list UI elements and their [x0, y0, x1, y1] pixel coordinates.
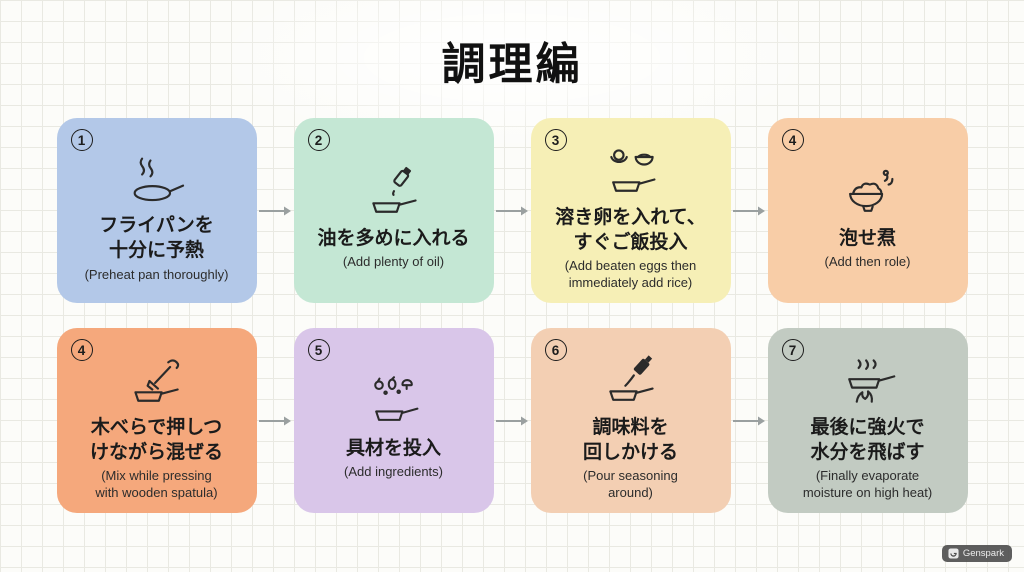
- step-title-jp: 調味料を 回しかける: [582, 417, 678, 463]
- step-title-jp: フライパンを 十分に予熱: [99, 215, 214, 261]
- pan-high-heat-steam-icon: [838, 352, 898, 410]
- step-number-badge: 5: [307, 339, 330, 361]
- step-card-add-oil: 2 油を多めに入れる (Add plenty of oil): [293, 118, 494, 303]
- rice-bowl-steam-icon: [838, 163, 898, 221]
- step-title-jp: 溶き卵を入れて、 すぐご飯投入: [555, 207, 706, 253]
- genspark-watermark: Genspark: [941, 545, 1012, 562]
- step-number-badge: 6: [544, 339, 567, 361]
- step-title-jp: 油を多めに入れる: [317, 227, 470, 249]
- spatula-pressing-pan-icon: [127, 352, 187, 410]
- step-number-badge: 7: [781, 339, 804, 361]
- steps-row-1: 1 フライパンを 十分に予熱 (Preheat pan thoroughly) …: [0, 118, 1024, 303]
- steps-row-2: 4 木べらで押しつ けながら混ぜる (Mix while pressing wi…: [0, 328, 1024, 513]
- step-number-badge: 1: [70, 129, 93, 151]
- vegetables-into-pan-icon: [364, 373, 424, 431]
- step-card-add-ingredients: 5 具材を投入 (Add ingredients): [293, 328, 494, 513]
- step-number-badge: 4: [781, 129, 804, 151]
- step-title-jp: 木べらで押しつ けながら混ぜる: [89, 417, 223, 463]
- arrow-right-icon: [731, 205, 768, 217]
- step-title-en: (Pour seasoning around): [583, 468, 678, 500]
- genspark-logo-icon: [948, 548, 959, 559]
- step-card-high-heat: 7 最後に強火で 水分を飛ばす (Finally evaporate moist…: [767, 328, 968, 513]
- step-title-en: (Preheat pan thoroughly): [84, 266, 229, 282]
- step-number-badge: 2: [307, 129, 330, 151]
- step-card-press-spatula: 4 木べらで押しつ けながら混ぜる (Mix while pressing wi…: [56, 328, 257, 513]
- step-title-en: (Add plenty of oil): [342, 254, 445, 270]
- step-card-eggs-and-rice: 3 溶き卵を入れて、 すぐご飯投入 (Add beaten eggs then …: [530, 118, 731, 303]
- step-card-rice-bowl: 4 泡せ焄 (Add then role): [767, 118, 968, 303]
- step-number-badge: 3: [544, 129, 567, 151]
- arrow-right-icon: [494, 205, 531, 217]
- watermark-label: Genspark: [962, 548, 1004, 559]
- egg-and-rice-bowl-over-pan-icon: [601, 142, 661, 200]
- arrow-right-icon: [731, 415, 768, 427]
- seasoning-pour-pan-icon: [601, 352, 661, 410]
- step-title-jp: 具材を投入: [345, 437, 441, 459]
- arrow-right-icon: [494, 415, 531, 427]
- step-title-en: (Add then role): [824, 254, 911, 270]
- arrow-right-icon: [257, 415, 294, 427]
- arrow-right-icon: [257, 205, 294, 217]
- step-number-badge: 4: [70, 339, 93, 361]
- oil-bottle-over-pan-icon: [364, 163, 424, 221]
- step-title-en: (Finally evaporate moisture on high heat…: [802, 468, 933, 500]
- step-title-jp: 最後に強火で 水分を飛ばす: [810, 417, 925, 463]
- step-title-en: (Mix while pressing with wooden spatula): [95, 468, 218, 500]
- step-title-en: (Add beaten eggs then immediately add ri…: [564, 258, 697, 290]
- step-title-en: (Add ingredients): [344, 464, 443, 480]
- step-title-jp: 泡せ焄: [838, 227, 896, 249]
- frying-pan-steam-icon: [127, 150, 187, 208]
- step-card-preheat-pan: 1 フライパンを 十分に予熱 (Preheat pan thoroughly): [56, 118, 257, 303]
- page-title: 調理編: [441, 40, 583, 89]
- step-card-pour-seasoning: 6 調味料を 回しかける (Pour seasoning around): [530, 328, 731, 513]
